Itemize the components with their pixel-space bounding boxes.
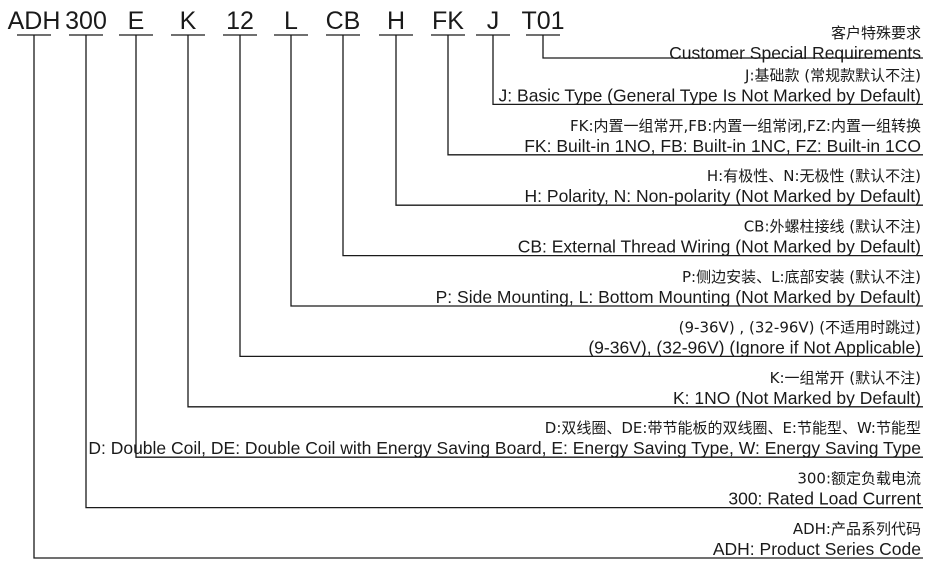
connector-line [187, 35, 923, 408]
entry-label-cn: FK:内置一组常开,FB:内置一组常闭,FZ:内置一组转换 [570, 117, 921, 135]
entry-label-cn: 客户特殊要求 [831, 24, 921, 42]
entry-j: J:基础款 (常规款默认不注)J: Basic Type (General Ty… [492, 35, 923, 106]
connector-line [85, 35, 923, 509]
code-segment-e: E [128, 7, 145, 35]
code-segment-12: 12 [226, 7, 254, 35]
entry-label-cn: J:基础款 (常规款默认不注) [744, 66, 921, 84]
code-segment-l: L [284, 7, 298, 35]
code-segment-j: J [487, 7, 500, 35]
entry-label-cn: P:侧边安装、L:底部安装 (默认不注) [682, 268, 921, 286]
code-segment-k: K [180, 7, 197, 35]
code-segment-cb: CB [326, 7, 361, 35]
entry-label-en: CB: External Thread Wiring (Not Marked b… [518, 237, 921, 257]
connector-line [290, 35, 923, 307]
entry-h: H:有极性、N:无极性 (默认不注)H: Polarity, N: Non-po… [395, 35, 923, 206]
entry-label-cn: H:有极性、N:无极性 (默认不注) [707, 167, 921, 185]
connector-line [542, 35, 923, 59]
entry-label-en: K: 1NO (Not Marked by Default) [673, 388, 921, 408]
entry-k: K:一组常开 (默认不注)K: 1NO (Not Marked by Defau… [187, 35, 923, 408]
entry-label-en: Customer Special Requirements [669, 43, 921, 63]
entry-label-cn: K:一组常开 (默认不注) [770, 369, 921, 387]
entry-cb: CB:外螺柱接线 (默认不注)CB: External Thread Wirin… [342, 35, 923, 257]
entry-label-en: (9-36V), (32-96V) (Ignore if Not Applica… [588, 337, 921, 357]
connector-line [342, 35, 923, 257]
entry-label-en: H: Polarity, N: Non-polarity (Not Marked… [525, 186, 921, 206]
entry-label-cn: ADH:产品系列代码 [793, 520, 921, 538]
entry-12: (9-36V) , (32-96V) (不适用时跳过)(9-36V), (32-… [239, 35, 923, 358]
code-segment-fk: FK [432, 7, 464, 35]
connector-line [33, 35, 923, 559]
entry-label-en: ADH: Product Series Code [713, 539, 921, 559]
entry-label-cn: CB:外螺柱接线 (默认不注) [744, 218, 921, 236]
connector-line [395, 35, 923, 206]
entry-label-en: J: Basic Type (General Type Is Not Marke… [499, 85, 921, 105]
code-segment-adh: ADH [8, 7, 61, 35]
code-segment-300: 300 [65, 7, 107, 35]
entry-label-en: 300: Rated Load Current [728, 489, 921, 509]
entry-label-cn: (9-36V) , (32-96V) (不适用时跳过) [679, 318, 921, 336]
entry-l: P:侧边安装、L:底部安装 (默认不注)P: Side Mounting, L:… [290, 35, 923, 307]
connector-line [239, 35, 923, 358]
entry-label-cn: 300:额定负载电流 [797, 470, 921, 488]
entry-label-en: P: Side Mounting, L: Bottom Mounting (No… [436, 287, 921, 307]
connector-line [492, 35, 923, 106]
code-segment-h: H [387, 7, 405, 35]
connector-line [447, 35, 923, 156]
entry-label-cn: D:双线圈、DE:带节能板的双线圈、E:节能型、W:节能型 [545, 419, 921, 437]
code-segment-t01: T01 [521, 7, 564, 35]
entry-label-en: D: Double Coil, DE: Double Coil with Ene… [88, 438, 921, 458]
entry-label-en: FK: Built-in 1NO, FB: Built-in 1NC, FZ: … [524, 136, 921, 156]
connector-line [135, 35, 923, 458]
